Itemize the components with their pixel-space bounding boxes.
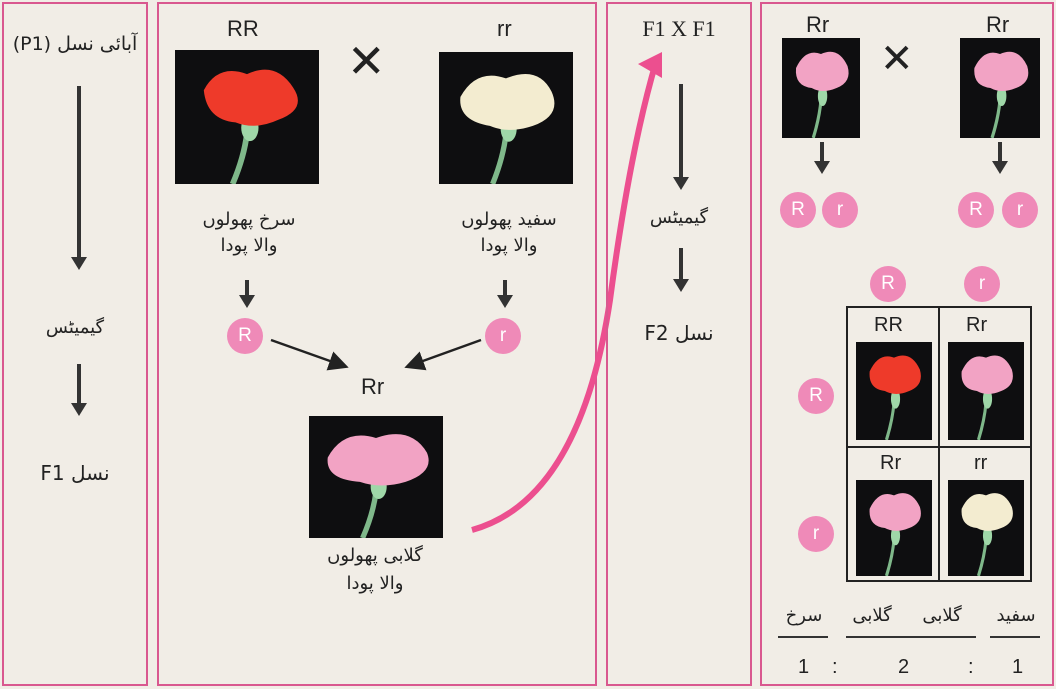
arrow-down <box>679 248 683 280</box>
pink-flower-photo <box>960 38 1040 138</box>
phenotype-label-pink: گلابی <box>912 604 972 628</box>
parent-left-genotype: Rr <box>806 12 829 38</box>
arrow-down <box>77 86 81 258</box>
offspring-genotype: Rr <box>361 374 384 400</box>
f2-generation-label: نسل F2 <box>608 320 750 347</box>
parent-right-genotype: Rr <box>986 12 1009 38</box>
phenotype-label-white: سفید <box>986 604 1046 628</box>
ratio-value-red: 1 <box>798 656 809 679</box>
underline <box>846 636 976 638</box>
f1-cross-title: F1 X F1 <box>608 16 750 42</box>
underline <box>778 636 828 638</box>
pink-plant-label-line2: والا پودا <box>315 572 435 596</box>
arrow-down <box>998 142 1002 162</box>
parental-generation-title: آبائی نسل (P1) <box>4 32 146 58</box>
gamete-circle-R: R <box>958 192 994 228</box>
red-flower-photo <box>856 342 932 440</box>
panel-f1-cross: F1 X F1 گیمیٹس نسل F2 <box>606 2 752 686</box>
phenotype-label-pink: گلابی <box>842 604 902 628</box>
ratio-separator: : <box>968 656 974 679</box>
grid-column-gamete-r: r <box>964 266 1000 302</box>
pink-flower-photo <box>856 480 932 576</box>
pink-plant-label-line1: گلابی پھولوں <box>315 544 435 568</box>
ratio-value-pink: 2 <box>898 656 909 679</box>
punnett-cell-genotype: rr <box>974 452 987 475</box>
pink-flower-photo <box>948 342 1024 440</box>
grid-column-gamete-R: R <box>870 266 906 302</box>
grid-row-gamete-r: r <box>798 516 834 552</box>
grid-row-gamete-R: R <box>798 378 834 414</box>
gamete-circle-r: r <box>822 192 858 228</box>
gamete-circle-r: r <box>1002 192 1038 228</box>
phenotype-label-red: سرخ <box>776 604 832 628</box>
gametes-label: گیمیٹس <box>4 316 146 340</box>
white-flower-photo <box>948 480 1024 576</box>
gamete-circle-R: R <box>780 192 816 228</box>
underline <box>990 636 1040 638</box>
punnett-square: RR Rr Rr rr <box>846 306 1032 582</box>
ratio-separator: : <box>832 656 838 679</box>
pink-flower-photo <box>782 38 860 138</box>
punnett-cell-genotype: Rr <box>966 314 987 337</box>
panel-parental: آبائی نسل (P1) گیمیٹس نسل F1 <box>2 2 148 686</box>
f1-generation-label: نسل F1 <box>4 460 146 487</box>
arrow-down <box>820 142 824 162</box>
punnett-cell-genotype: Rr <box>880 452 901 475</box>
pink-flower-photo <box>309 416 443 538</box>
punnett-cell-genotype: RR <box>874 314 903 337</box>
panel-f2-cross: Rr Rr ✕ R r R r R r R r RR Rr Rr rr <box>760 2 1054 686</box>
arrow-down <box>679 84 683 178</box>
ratio-value-white: 1 <box>1012 656 1023 679</box>
arrow-down <box>77 364 81 404</box>
cross-symbol: ✕ <box>880 36 914 82</box>
gametes-label: گیمیٹس <box>608 206 750 230</box>
